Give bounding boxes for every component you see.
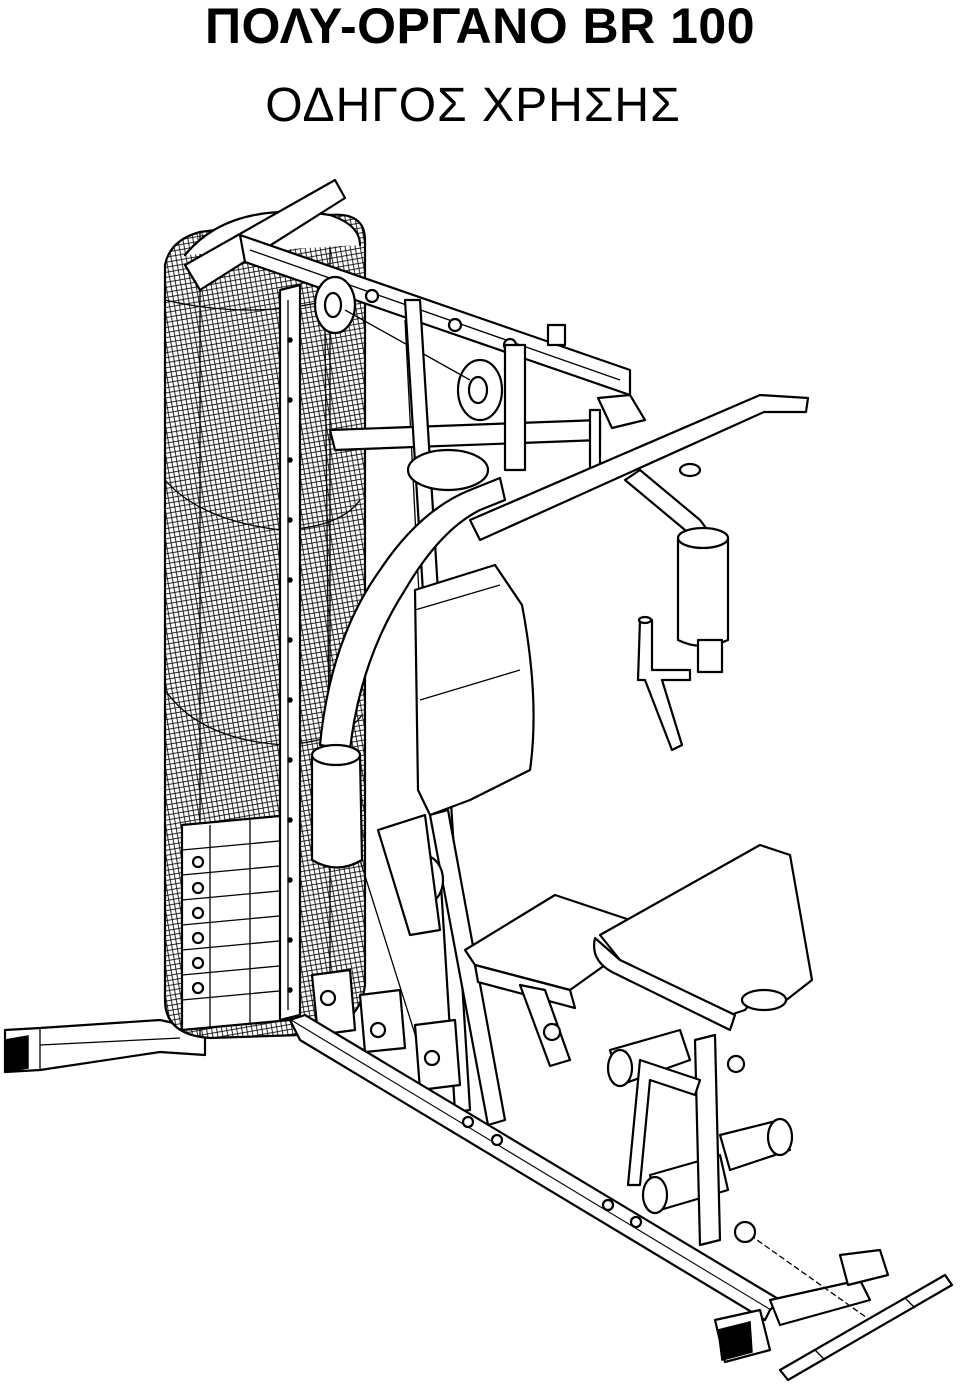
- weight-plates: [180, 813, 292, 1032]
- leg-assembly-upright: [626, 1033, 746, 1247]
- lower-pulleys: [310, 968, 462, 1092]
- top-pulley: [313, 275, 504, 422]
- document-subtitle: ΟΔΗΓΟΣ ΧΡΗΣΗΣ: [265, 79, 681, 132]
- side-handle: [636, 615, 692, 752]
- main-upright: [278, 283, 302, 1022]
- base-rail: [288, 1013, 890, 1364]
- center-stem: [376, 808, 507, 1127]
- chain-and-bar: [733, 1220, 954, 1382]
- document-title: ΠΟΛΥ-ΟΡΓΑΝΟ BR 100: [204, 0, 756, 54]
- multi-gym-illustration: [3, 178, 954, 1382]
- backrest: [406, 448, 535, 817]
- preacher-pad: [593, 843, 814, 1032]
- press-handle-pads: [310, 526, 730, 869]
- left-base-foot: [3, 1018, 207, 1074]
